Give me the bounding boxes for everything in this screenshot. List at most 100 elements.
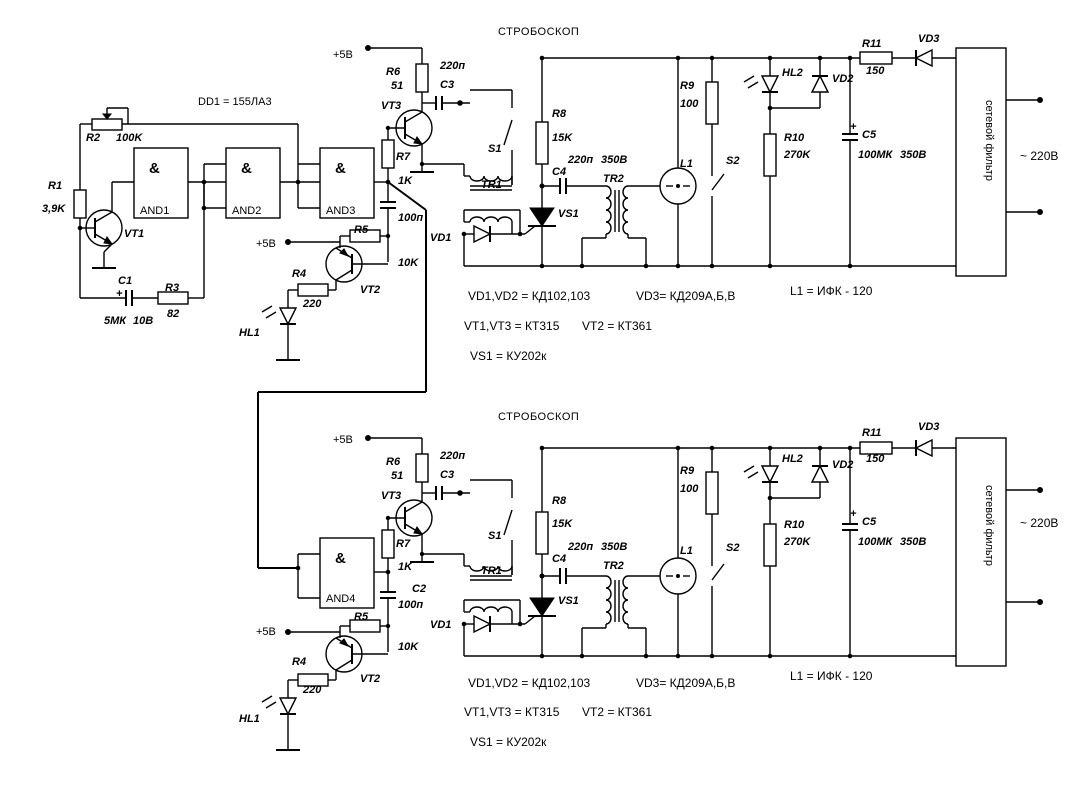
part-label: VD3 <box>918 421 939 433</box>
part-value: 350В <box>601 541 627 553</box>
part-label: VT2 <box>360 673 380 685</box>
lower-labels: СТРОБОСКОП +5В +5В & AND4 R6 51 220п C3 … <box>239 411 1058 749</box>
gate-symbol: & <box>335 160 346 177</box>
note: VS1 = КУ202к <box>470 735 547 749</box>
part-label: + <box>116 288 123 300</box>
part-label: L1 <box>680 158 693 170</box>
part-label: C2 <box>412 583 426 595</box>
part-label: C3 <box>440 469 454 481</box>
part-value: 220п <box>567 154 593 166</box>
part-value: 100 <box>680 483 699 495</box>
part-label: L1 <box>680 545 693 557</box>
part-label: R8 <box>552 495 567 507</box>
part-value: 270K <box>783 149 811 161</box>
note: VT2 = КТ361 <box>582 319 652 333</box>
part-value: 100п <box>398 212 423 224</box>
note: L1 = ИФК - 120 <box>790 669 873 683</box>
plus5-label: +5В <box>256 626 276 638</box>
part-value: 150 <box>866 65 885 77</box>
gate-label: AND2 <box>232 205 261 217</box>
part-label: R6 <box>386 66 401 78</box>
note: VD1,VD2 = КД102,103 <box>468 289 591 303</box>
part-label: VD1 <box>430 619 451 631</box>
part-value: 10K <box>398 257 419 269</box>
part-label: R8 <box>552 108 567 120</box>
part-value: 100МК <box>858 149 894 161</box>
part-value: 1K <box>398 175 413 187</box>
part-label: VT1 <box>124 228 144 240</box>
part-value: 220 <box>302 298 322 310</box>
upper-strobe-circuit <box>73 44 1044 569</box>
part-value: 51 <box>391 80 403 92</box>
part-value: 350В <box>900 536 926 548</box>
part-label: VD2 <box>832 459 853 471</box>
part-value: 270K <box>783 536 811 548</box>
part-value: 100МК <box>858 536 894 548</box>
note: VD1,VD2 = КД102,103 <box>468 676 591 690</box>
filter-label: сетевой фильтр <box>983 100 995 181</box>
and4-gate <box>319 537 375 609</box>
part-label: VD2 <box>832 73 853 85</box>
part-value: 220п <box>439 60 465 72</box>
part-label: R4 <box>292 268 306 280</box>
note: VD3= КД209А,Б,В <box>636 676 735 690</box>
part-label: C5 <box>862 129 877 141</box>
dd1-label: DD1 = 155ЛА3 <box>198 96 272 108</box>
gate-symbol: & <box>335 550 346 567</box>
part-label: S2 <box>726 155 739 167</box>
part-label: + <box>850 508 857 520</box>
gate-label: AND3 <box>326 205 355 217</box>
part-value: 10K <box>398 641 419 653</box>
part-label: R7 <box>396 538 411 550</box>
part-label: C1 <box>118 275 132 287</box>
part-value: 100п <box>398 599 423 611</box>
note: L1 = ИФК - 120 <box>790 284 873 298</box>
part-label: TR2 <box>603 173 624 185</box>
gate-label: AND1 <box>140 205 169 217</box>
upper-labels: СТРОБОСКОП DD1 = 155ЛА3 +5В +5В & & & AN… <box>42 26 1058 363</box>
part-label: S2 <box>726 542 739 554</box>
filter-label: сетевой фильтр <box>983 485 995 566</box>
part-label: R4 <box>292 656 306 668</box>
part-label: HL1 <box>239 327 260 339</box>
part-label: VT2 <box>360 284 380 296</box>
part-label: C5 <box>862 516 877 528</box>
gate-symbol: & <box>241 160 252 177</box>
part-value: 350В <box>900 149 926 161</box>
part-value: 82 <box>167 308 179 320</box>
part-label: VT3 <box>381 490 401 502</box>
part-label: R10 <box>784 132 805 144</box>
part-value: 51 <box>391 470 403 482</box>
part-label: R5 <box>354 224 369 236</box>
and1-gate <box>133 147 189 219</box>
part-label: VT3 <box>381 100 401 112</box>
part-label: VS1 <box>558 208 579 220</box>
part-label: R5 <box>354 611 369 623</box>
part-label: VS1 <box>558 595 579 607</box>
part-label: TR2 <box>603 560 624 572</box>
part-value: 10В <box>133 315 153 327</box>
diagram-title: СТРОБОСКОП <box>498 26 579 38</box>
note: VT2 = КТ361 <box>582 705 652 719</box>
part-label: R2 <box>86 132 100 144</box>
part-label: C4 <box>552 166 566 178</box>
part-label: R1 <box>48 180 62 192</box>
part-label: R3 <box>165 282 179 294</box>
part-value: 1K <box>398 561 413 573</box>
part-label: R11 <box>862 427 881 439</box>
plus5-label: +5В <box>333 434 353 446</box>
part-label: + <box>850 121 857 133</box>
part-value: 15K <box>552 132 573 144</box>
part-value: 100 <box>680 98 699 110</box>
mains-label: ~ 220В <box>1020 149 1058 163</box>
part-label: HL2 <box>782 67 803 79</box>
part-label: S1 <box>488 530 501 542</box>
and3-gate <box>319 147 375 219</box>
diagram-title: СТРОБОСКОП <box>498 411 579 423</box>
part-value: 3,9K <box>42 203 66 215</box>
part-label: VD1 <box>430 232 451 244</box>
part-value: 15K <box>552 518 573 530</box>
part-label: R11 <box>862 38 881 50</box>
part-label: S1 <box>488 143 501 155</box>
